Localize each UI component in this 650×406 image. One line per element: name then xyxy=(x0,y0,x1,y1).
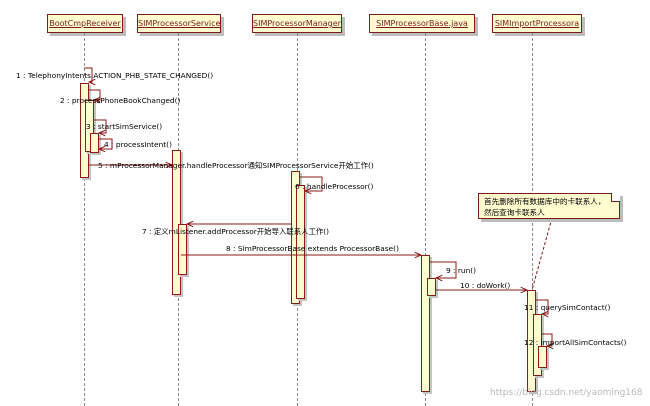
msg-label-9: 9 : run() xyxy=(446,266,477,275)
participant-boot-cmp-receiver: BootCmpReceiver xyxy=(47,14,123,33)
participant-sim-processor-manager: SIMProcessorManager xyxy=(252,14,342,33)
msg-label-2: 2 : processPhoneBookChanged() xyxy=(60,96,181,105)
note-line-2: 然后查询卡联系人 xyxy=(484,208,545,217)
arrow-msg-1 xyxy=(84,67,92,82)
arrow-msg-6 xyxy=(300,176,323,191)
msg-label-6: 6 : handleProcessor() xyxy=(295,182,374,191)
msg-label-8: 8 : SimProcessorBase extends ProcessorBa… xyxy=(226,244,399,253)
activation-service xyxy=(172,150,181,295)
activation-import-3 xyxy=(538,346,547,368)
activation-base-2 xyxy=(427,278,436,296)
arrow-msg-3 xyxy=(94,119,107,133)
activation-manager-2 xyxy=(296,185,305,299)
activation-boot-2 xyxy=(85,100,94,152)
note-fold-corner xyxy=(611,193,620,202)
activation-boot-3 xyxy=(90,133,99,153)
lifeline-base xyxy=(425,33,426,406)
msg-label-11: 11 : querySimContact() xyxy=(524,303,611,312)
watermark: https://blog.csdn.net/yaoming168 xyxy=(490,388,643,398)
activation-base xyxy=(421,255,430,392)
msg-label-7: 7 : 定义mListener.addProcessor开始导入联系人工作() xyxy=(142,227,330,236)
msg-label-3: 3 : startSimService() xyxy=(86,122,163,131)
participant-sim-processor-service: SIMProcessorService xyxy=(137,14,221,33)
arrow-msg-9 xyxy=(430,261,457,278)
note-connector xyxy=(531,217,553,291)
note-line-1: 首先删除所有数据库中的卡联系人， xyxy=(484,197,606,206)
msg-label-5: 5 : mProcessorManager.handleProcessor通知S… xyxy=(98,161,374,170)
activation-service-2 xyxy=(178,224,187,275)
participant-sim-processor-base: SIMProcessorBase.java xyxy=(369,14,475,33)
comment-note: 首先删除所有数据库中的卡联系人， 然后查询卡联系人 xyxy=(478,193,620,219)
msg-label-1: 1 : TelephonyIntents.ACTION_PHB_STATE_CH… xyxy=(16,71,214,80)
arrow-msg-11 xyxy=(536,299,549,314)
msg-label-4: 4 : processIntent() xyxy=(104,140,172,149)
msg-label-10: 10 : doWork() xyxy=(460,281,511,290)
participant-sim-import-processor: SIMImportProcessora xyxy=(492,14,582,33)
arrow-msg-2 xyxy=(89,89,101,100)
arrow-msg-12 xyxy=(542,333,552,346)
lifeline-import xyxy=(532,33,533,406)
lifeline-boot xyxy=(84,33,85,406)
msg-label-12: 12 : importAllSimContacts() xyxy=(524,338,627,347)
arrow-msg-4 xyxy=(99,138,113,149)
activation-import-2 xyxy=(533,314,542,376)
